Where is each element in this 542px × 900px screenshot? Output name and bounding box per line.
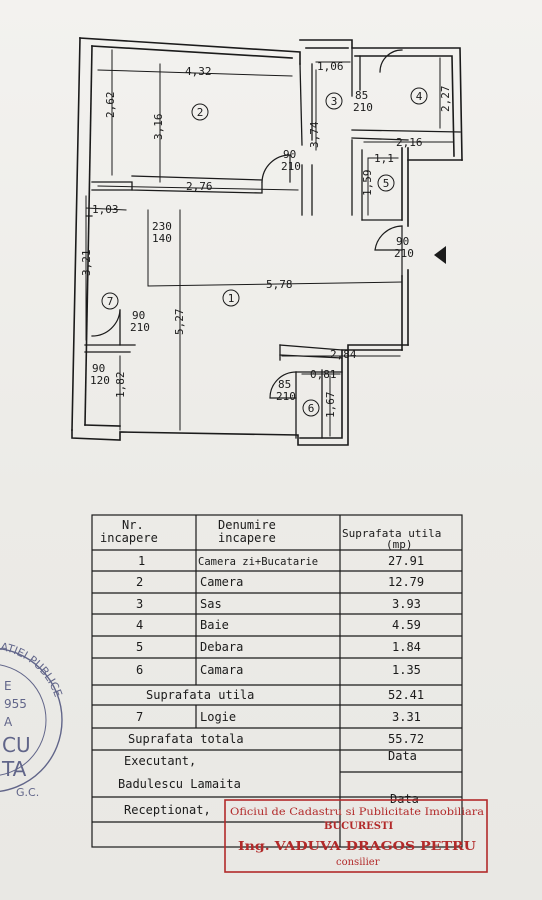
official-seal: ATIEI PUBLICE E 955 A CU TA G.C. [0, 640, 65, 799]
row-3-name: Sas [200, 597, 222, 611]
row-5-area: 1.84 [392, 640, 421, 654]
useful-area-label: Suprafata utila [146, 688, 254, 702]
row-1-nr: 1 [138, 554, 145, 568]
door-swings [85, 49, 403, 399]
executant-label: Executant, [124, 754, 196, 768]
seal-fragment-a: A [4, 715, 13, 729]
logia-nr: 7 [136, 710, 143, 724]
header-sup-2: (mp) [386, 538, 413, 551]
room-number-6: 6 [308, 402, 315, 415]
dim-2-27: 2,27 [439, 86, 452, 113]
row-6-area: 1.35 [392, 663, 421, 677]
executant-name: Badulescu Lamaita [118, 777, 241, 791]
row-4-nr: 4 [136, 618, 143, 632]
row-6-name: Camara [200, 663, 243, 677]
header-nr-1: Nr. [122, 518, 144, 532]
window-logia-h: 120 [90, 374, 110, 387]
header-den-1: Denumire [218, 518, 276, 532]
door-label-room2-w: 90 [283, 148, 296, 161]
receptionat-label: Receptionat, [124, 803, 211, 817]
receptionat-date: Data [390, 792, 419, 806]
room-number-7: 7 [107, 295, 114, 308]
dim-5-78: 5,78 [266, 278, 293, 291]
total-area-value: 55.72 [388, 732, 424, 746]
door-label-logia-h: 210 [130, 321, 150, 334]
door-label-top-h: 210 [353, 101, 373, 114]
dim-3-21: 3,21 [80, 250, 93, 277]
areas-table [91, 514, 463, 848]
cadastre-stamp: Oficiul de Cadastru si Publicitate Imobi… [224, 799, 488, 873]
door-label-entry-h: 210 [394, 247, 414, 260]
dim-1-1: 1,1 [374, 152, 394, 165]
row-1-name: Camera zi+Bucatarie [198, 556, 318, 568]
row-3-area: 3.93 [392, 597, 421, 611]
dim-1-06: 1,06 [317, 60, 344, 73]
door-label-logia-w: 90 [132, 309, 145, 322]
seal-fragment-e: E [4, 679, 12, 693]
row-6-nr: 6 [136, 663, 143, 677]
room-number-2: 2 [197, 106, 204, 119]
interior-walls [84, 47, 461, 439]
row-5-name: Debara [200, 640, 243, 654]
stamp-line-2: BUCURESTI [324, 821, 393, 832]
total-area-label: Suprafata totala [128, 732, 244, 746]
dim-2-62: 2,62 [104, 92, 117, 119]
row-1-area: 27.91 [388, 554, 424, 568]
window-label-w: 230 [152, 220, 172, 233]
room-number-1: 1 [228, 292, 235, 305]
dim-1-03: 1,03 [92, 203, 119, 216]
header-den-2: incapere [218, 531, 276, 545]
header-nr-2: incapere [100, 531, 158, 545]
row-2-area: 12.79 [388, 575, 424, 589]
dim-2-84: 2,84 [330, 348, 357, 361]
dim-2-16: 2,16 [396, 136, 423, 149]
logia-area: 3.31 [392, 710, 421, 724]
door-label-top-w: 85 [355, 89, 368, 102]
row-4-area: 4.59 [392, 618, 421, 632]
door-label-room2-h: 210 [281, 160, 301, 173]
stamp-line-4: consilier [336, 857, 380, 868]
seal-fragment-gc: G.C. [16, 786, 39, 799]
logia-name: Logie [200, 710, 236, 724]
door-label-entry-w: 90 [396, 235, 409, 248]
room-number-4: 4 [416, 90, 423, 103]
row-2-name: Camera [200, 575, 243, 589]
seal-fragment-number: 955 [4, 697, 27, 711]
row-2-nr: 2 [136, 575, 143, 589]
stamp-line-3: Ing. VADUVA DRAGOS PETRU [238, 838, 476, 853]
entrance-marker [434, 246, 446, 264]
dim-2-76: 2,76 [186, 180, 213, 193]
useful-area-value: 52.41 [388, 688, 424, 702]
dim-3-16: 3,16 [152, 114, 165, 141]
dim-1-59: 1,59 [361, 170, 374, 197]
room-number-3: 3 [331, 95, 338, 108]
dim-1-67: 1,67 [324, 392, 337, 419]
room-number-5: 5 [383, 177, 390, 190]
door-label-camara-w: 85 [278, 378, 291, 391]
dim-3-74: 3,74 [308, 121, 321, 148]
room-markers [101, 87, 428, 417]
window-label-h: 140 [152, 232, 172, 245]
dim-1-82: 1,82 [114, 372, 127, 399]
window-logia-w: 90 [92, 362, 105, 375]
door-label-camara-h: 210 [276, 390, 296, 403]
row-3-nr: 3 [136, 597, 143, 611]
dim-5-27: 5,27 [173, 309, 186, 336]
dim-4-32: 4,32 [185, 65, 212, 78]
seal-fragment-cu: CU [2, 733, 31, 757]
seal-fragment-ta: TA [1, 757, 27, 781]
row-4-name: Baie [200, 618, 229, 632]
header-sup-1: Suprafata utila [342, 527, 441, 540]
dim-0-81: 0,81 [310, 368, 337, 381]
executant-date: Data [388, 749, 417, 763]
dimension-lines [85, 49, 455, 437]
row-5-nr: 5 [136, 640, 143, 654]
stamp-line-1: Oficiul de Cadastru si Publicitate Imobi… [230, 807, 484, 818]
